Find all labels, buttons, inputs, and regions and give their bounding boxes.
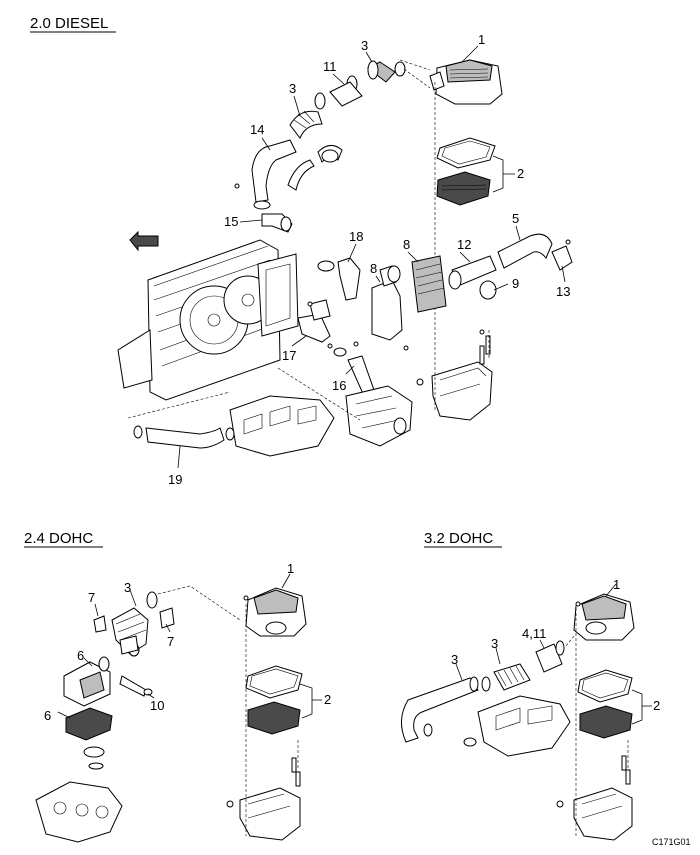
intake-hoses-right: [448, 233, 573, 300]
section-diesel: 2.0 DIESEL: [30, 15, 116, 33]
maf-sensor-32: [535, 640, 565, 673]
callout: 7: [167, 634, 174, 649]
callout: 1: [478, 32, 485, 47]
callout: 2: [517, 166, 524, 181]
callout: 1: [613, 577, 620, 592]
air-cleaner-cover: [429, 59, 503, 105]
callout: 17: [282, 348, 296, 363]
resonator-24: [63, 656, 153, 707]
air-cleaner-gasket-32: [577, 669, 633, 703]
resonator-filter-24: [65, 707, 113, 741]
callout: 11: [323, 59, 337, 74]
callout: 1: [287, 561, 294, 576]
air-cleaner-housing-24: [226, 757, 301, 841]
callout: 18: [349, 229, 363, 244]
air-cleaner-cover-24: [243, 587, 307, 637]
callout: 3: [451, 652, 458, 667]
callout: 6: [77, 648, 84, 663]
callout: 7: [88, 590, 95, 605]
callout: 2: [324, 692, 331, 707]
callout: 3: [361, 38, 368, 53]
dohc24-assembly: [35, 573, 322, 843]
air-cleaner-gasket: [436, 137, 496, 169]
section-dohc32: 3.2 DOHC: [424, 530, 502, 548]
air-filter-element-32: [579, 705, 633, 739]
callout: 16: [332, 378, 346, 393]
callout: 3: [124, 580, 131, 595]
air-filter-element: [436, 171, 491, 206]
corrugated-hose-32: [481, 663, 531, 692]
callout: 6: [44, 708, 51, 723]
callout: 19: [168, 472, 182, 487]
lower-hose-19: [133, 425, 235, 449]
engine-manifold-diesel: [229, 385, 413, 457]
section-title-dohc24: 2.4 DOHC: [24, 530, 93, 547]
intake-duct-upper: [314, 60, 406, 110]
section-title-dohc32: 3.2 DOHC: [424, 530, 493, 547]
intercooler-pipes: [297, 257, 375, 397]
figure-code: C171G01: [652, 837, 691, 847]
radiator-fan-module: [117, 239, 299, 401]
air-cleaner-housing: [416, 335, 493, 421]
diesel-callouts: 1 2 3 3 11 14 15 18 8 8 12 5 9 13 17 16 …: [168, 32, 570, 487]
air-cleaner-cover-32: [573, 593, 635, 641]
callout: 10: [150, 698, 164, 713]
callout: 9: [512, 276, 519, 291]
section-dohc24: 2.4 DOHC: [24, 530, 103, 548]
air-cleaner-gasket-24: [245, 665, 303, 699]
intake-duct-32: [401, 676, 479, 743]
diesel-assembly: [117, 45, 573, 469]
callout: 13: [556, 284, 570, 299]
intake-tube-24: [93, 591, 175, 657]
callout: 3: [289, 81, 296, 96]
corrugated-hose: [251, 110, 343, 210]
dohc32-assembly: [401, 583, 652, 841]
dohc32-callouts: 1 2 3 3 4,11: [451, 577, 660, 713]
resonator-bracket: [371, 255, 447, 341]
air-cleaner-housing-32: [556, 755, 633, 841]
front-arrow-icon: [129, 230, 159, 252]
throttle-body-32: [463, 695, 571, 757]
dohc24-callouts: 1 2 3 7 7 6 6 10: [44, 561, 331, 723]
intake-manifold-24: [35, 781, 123, 843]
callout: 2: [653, 698, 660, 713]
callout: 14: [250, 122, 264, 137]
callout: 12: [457, 237, 471, 252]
callout: 8: [403, 237, 410, 252]
callout: 4,11: [522, 626, 546, 641]
callout: 15: [224, 214, 238, 229]
air-pipe-15: [261, 213, 293, 233]
callout: 3: [491, 636, 498, 651]
callout: 5: [512, 211, 519, 226]
callout: 8: [370, 261, 377, 276]
air-filter-element-24: [247, 701, 301, 735]
section-title-diesel: 2.0 DIESEL: [30, 15, 108, 32]
